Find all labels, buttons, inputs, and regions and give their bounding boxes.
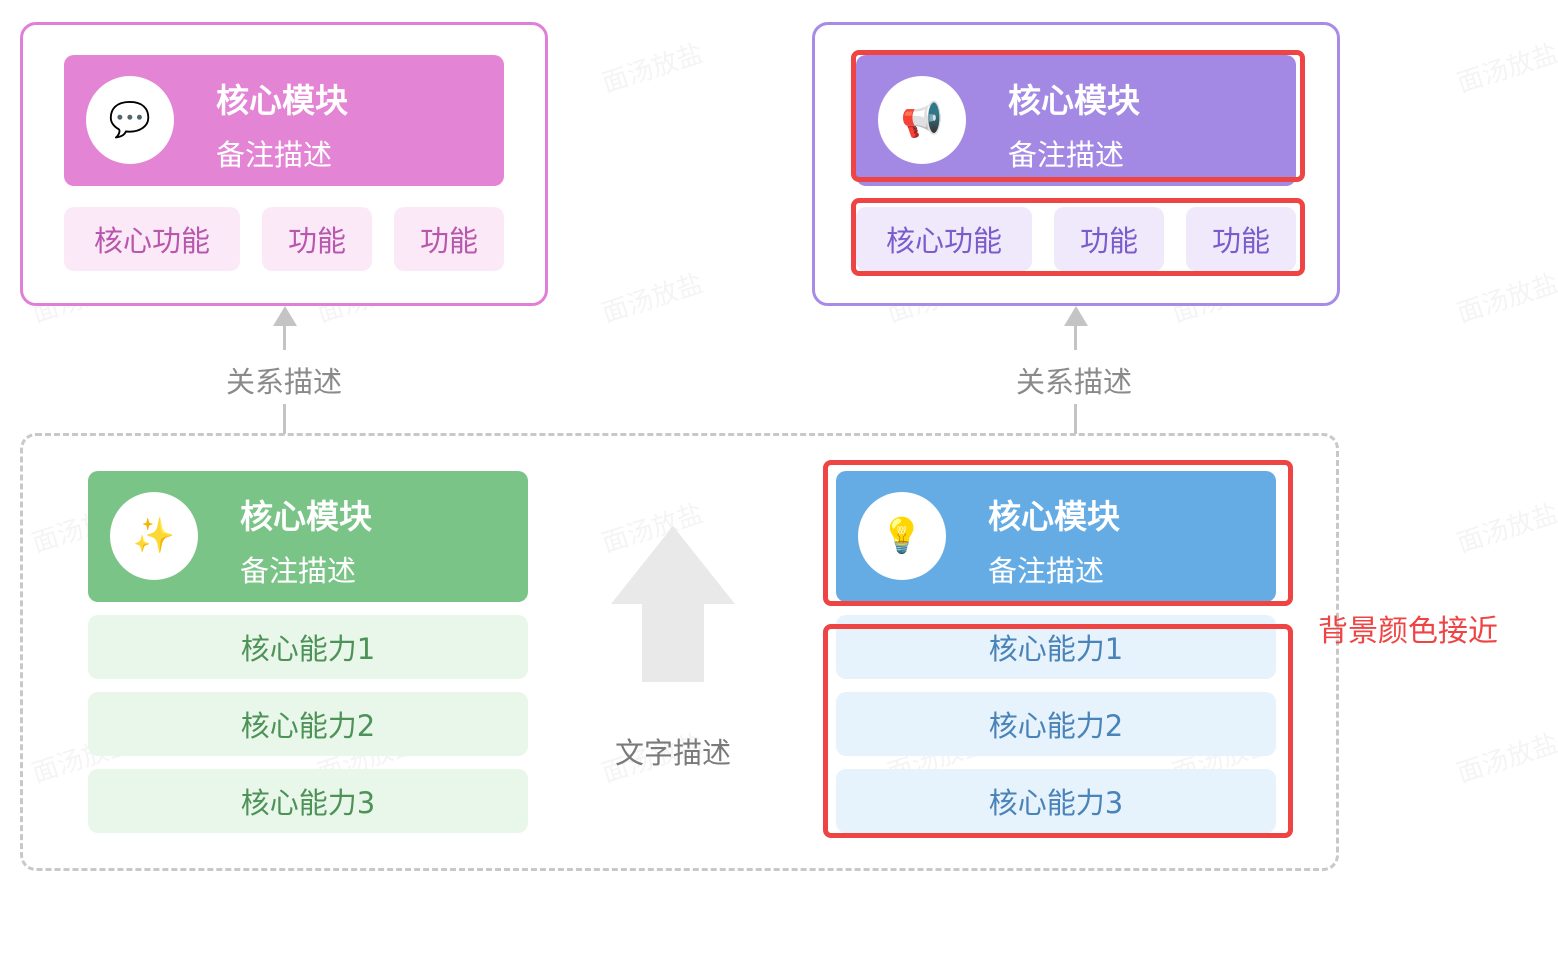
lightbulb-icon: 💡 xyxy=(880,516,924,556)
highlight-box-header xyxy=(851,50,1305,182)
bottom-left-capability-row: 核心能力2 xyxy=(88,692,528,756)
watermark: 面汤放盐 xyxy=(1452,493,1558,560)
sparkles-icon: ✨ xyxy=(132,516,176,556)
highlight-box-chips xyxy=(851,198,1305,276)
bottom-left-avatar: ✨ xyxy=(110,492,198,580)
left-relation-line-lower xyxy=(283,404,286,434)
watermark: 面汤放盐 xyxy=(1452,723,1558,790)
top-right-chip-feature: 功能 xyxy=(1186,207,1296,271)
top-right-module-subtitle: 备注描述 xyxy=(1008,138,1125,172)
bottom-right-capability-row: 核心能力3 xyxy=(836,769,1276,833)
bottom-left-module-title: 核心模块 xyxy=(240,497,372,536)
top-left-chip-feature: 功能 xyxy=(394,207,504,271)
highlight-box-bottom-rows xyxy=(823,624,1293,838)
right-relation-line-upper xyxy=(1074,324,1077,350)
watermark: 面汤放盐 xyxy=(1452,33,1558,100)
top-left-module-title: 核心模块 xyxy=(216,81,348,120)
watermark: 面汤放盐 xyxy=(597,33,707,100)
left-relation-arrowhead xyxy=(273,306,297,326)
bottom-left-module-subtitle: 备注描述 xyxy=(240,554,357,588)
center-arrow-label: 文字描述 xyxy=(615,736,732,770)
watermark: 面汤放盐 xyxy=(1452,263,1558,330)
top-left-chip-core-feature: 核心功能 xyxy=(64,207,240,271)
right-relation-line-lower xyxy=(1074,404,1077,434)
watermark: 面汤放盐 xyxy=(597,263,707,330)
megaphone-icon: 📢 xyxy=(900,100,944,140)
top-right-chip-core-feature: 核心功能 xyxy=(856,207,1032,271)
top-right-chip-feature: 功能 xyxy=(1054,207,1164,271)
annotation-label: 背景颜色接近 xyxy=(1318,614,1498,649)
left-relation-label: 关系描述 xyxy=(226,365,343,399)
bottom-right-module-subtitle: 备注描述 xyxy=(988,554,1105,588)
bottom-left-capability-row: 核心能力1 xyxy=(88,615,528,679)
bottom-right-module-title: 核心模块 xyxy=(988,497,1120,536)
top-left-avatar: 💬 xyxy=(86,76,174,164)
speech-bubble-icon: 💬 xyxy=(108,100,152,140)
top-right-module-title: 核心模块 xyxy=(1008,81,1140,120)
bottom-left-capability-row: 核心能力3 xyxy=(88,769,528,833)
highlight-box-bottom-header xyxy=(823,460,1293,606)
right-relation-arrowhead xyxy=(1064,306,1088,326)
top-left-module-subtitle: 备注描述 xyxy=(216,138,333,172)
center-up-arrow xyxy=(611,526,735,682)
bottom-right-avatar: 💡 xyxy=(858,492,946,580)
top-right-avatar: 📢 xyxy=(878,76,966,164)
top-left-chip-feature: 功能 xyxy=(262,207,372,271)
left-relation-line-upper xyxy=(283,324,286,350)
bottom-right-capability-row: 核心能力2 xyxy=(836,692,1276,756)
right-relation-label: 关系描述 xyxy=(1016,365,1133,399)
dashed-group-container xyxy=(20,433,1339,871)
